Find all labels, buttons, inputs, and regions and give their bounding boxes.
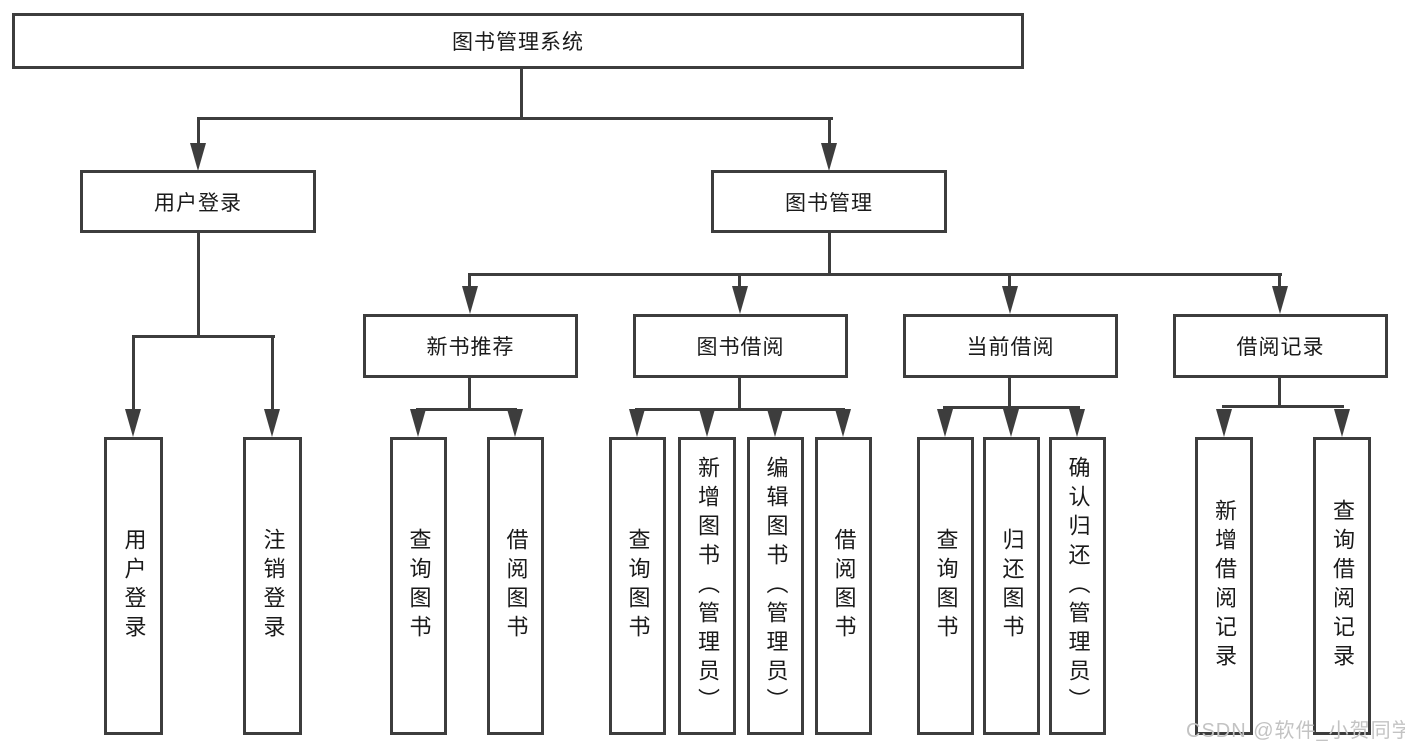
connector-to-book-borrow (738, 273, 741, 289)
connector-root-branch (197, 117, 833, 120)
connector-to-current-borrow (1008, 273, 1011, 289)
arrowhead-down-icon (821, 143, 837, 171)
connector-user-login-branch (132, 335, 275, 338)
arrowhead-down-icon (732, 286, 748, 314)
leaf-query-books-current-label: 查询图书 (933, 528, 959, 644)
connector-borrowing-records-stem (1278, 378, 1281, 405)
leaf-add-borrow-record: 新增借阅记录 (1195, 437, 1253, 735)
leaf-user-login-label: 用户登录 (121, 528, 147, 644)
arrowhead-down-icon (507, 409, 523, 437)
leaf-edit-books-admin-label: 编辑图书（管理员） (763, 455, 789, 717)
node-current-borrowing: 当前借阅 (903, 314, 1118, 378)
node-borrowing-records-label: 借阅记录 (1236, 336, 1325, 359)
node-book-borrowing-label: 图书借阅 (696, 336, 785, 359)
connector-book-borrowing-stem (738, 378, 741, 408)
node-root-system: 图书管理系统 (12, 13, 1024, 69)
leaf-add-books-admin-label: 新增图书（管理员） (695, 455, 720, 717)
leaf-query-books-borrow: 查询图书 (609, 437, 666, 735)
arrowhead-down-icon (1069, 409, 1085, 437)
connector-to-leaf (271, 335, 274, 413)
leaf-query-books-current: 查询图书 (917, 437, 974, 735)
arrowhead-down-icon (699, 409, 715, 437)
connector-to-book-mgmt (828, 117, 831, 145)
connector-book-borrowing-branch (635, 408, 845, 411)
leaf-logout-label: 注销登录 (260, 528, 286, 644)
leaf-query-borrow-record-label: 查询借阅记录 (1330, 499, 1355, 673)
connector-current-borrowing-stem (1008, 378, 1011, 406)
connector-user-login-stem (197, 233, 200, 335)
leaf-borrow-books-label: 借阅图书 (831, 528, 857, 644)
arrowhead-down-icon (937, 409, 953, 437)
node-new-book-recommend-label: 新书推荐 (426, 336, 515, 359)
leaf-edit-books-admin: 编辑图书（管理员） (747, 437, 804, 735)
arrowhead-down-icon (410, 409, 426, 437)
connector-book-mgmt-branch (468, 273, 1282, 276)
node-new-book-recommend: 新书推荐 (363, 314, 578, 378)
arrowhead-down-icon (1216, 409, 1232, 437)
connector-to-leaf (132, 335, 135, 413)
connector-root-stem (520, 69, 523, 117)
node-borrowing-records: 借阅记录 (1173, 314, 1388, 378)
connector-new-book-rec-stem (468, 378, 471, 408)
arrowhead-down-icon (264, 409, 280, 437)
connector-current-borrowing-branch (943, 406, 1080, 409)
arrowhead-down-icon (767, 409, 783, 437)
connector-to-user-login (197, 117, 200, 145)
arrowhead-down-icon (1272, 286, 1288, 314)
node-user-login: 用户登录 (80, 170, 316, 233)
leaf-add-borrow-record-label: 新增借阅记录 (1212, 499, 1237, 673)
arrowhead-down-icon (1334, 409, 1350, 437)
leaf-query-books-rec-label: 查询图书 (406, 528, 432, 644)
leaf-add-books-admin: 新增图书（管理员） (678, 437, 736, 735)
arrowhead-down-icon (125, 409, 141, 437)
arrowhead-down-icon (190, 143, 206, 171)
connector-to-borrow-records (1278, 273, 1281, 289)
leaf-user-login: 用户登录 (104, 437, 163, 735)
leaf-query-books-borrow-label: 查询图书 (625, 528, 651, 644)
leaf-logout: 注销登录 (243, 437, 302, 735)
leaf-query-borrow-record: 查询借阅记录 (1313, 437, 1371, 735)
leaf-borrow-books: 借阅图书 (815, 437, 872, 735)
leaf-borrow-books-rec-label: 借阅图书 (503, 528, 529, 644)
node-book-borrowing: 图书借阅 (633, 314, 848, 378)
leaf-confirm-return-admin: 确认归还（管理员） (1049, 437, 1106, 735)
connector-to-new-book-rec (468, 273, 471, 289)
node-book-management: 图书管理 (711, 170, 947, 233)
leaf-return-books: 归还图书 (983, 437, 1040, 735)
node-book-management-label: 图书管理 (785, 191, 873, 215)
arrowhead-down-icon (629, 409, 645, 437)
node-user-login-label: 用户登录 (154, 191, 242, 215)
leaf-return-books-label: 归还图书 (999, 528, 1025, 644)
arrowhead-down-icon (1003, 409, 1019, 437)
arrowhead-down-icon (835, 409, 851, 437)
leaf-confirm-return-admin-label: 确认归还（管理员） (1065, 455, 1091, 717)
node-current-borrowing-label: 当前借阅 (966, 336, 1055, 359)
leaf-borrow-books-rec: 借阅图书 (487, 437, 544, 735)
leaf-query-books-rec: 查询图书 (390, 437, 447, 735)
arrowhead-down-icon (1002, 286, 1018, 314)
arrowhead-down-icon (462, 286, 478, 314)
connector-borrowing-records-branch (1222, 405, 1344, 408)
csdn-watermark: CSDN @软件_小贺同学 (1186, 720, 1405, 742)
connector-new-book-rec-branch (416, 408, 517, 411)
connector-book-mgmt-stem (828, 233, 831, 273)
node-root-label: 图书管理系统 (452, 31, 584, 54)
